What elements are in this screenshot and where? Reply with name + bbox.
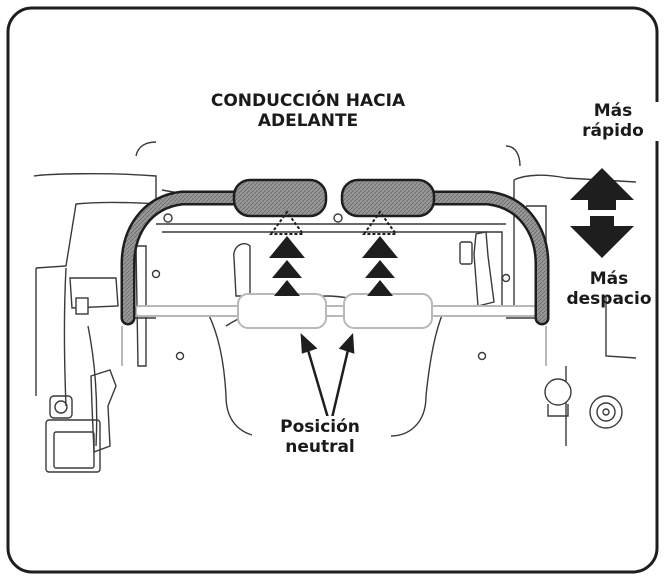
neutral-line-1: Posición bbox=[280, 417, 360, 437]
speed-arrows bbox=[570, 168, 634, 258]
neutral-pointer-arrows bbox=[300, 332, 355, 419]
diagram-frame bbox=[6, 6, 659, 574]
neutral-line-2: neutral bbox=[285, 436, 355, 457]
faster-arrow-up bbox=[570, 168, 634, 210]
slower-label: Más despacio bbox=[556, 269, 662, 309]
faster-line-2: rápido bbox=[582, 120, 644, 141]
outer-border bbox=[6, 6, 659, 574]
title-line-1: CONDUCCIÓN HACIA bbox=[210, 91, 406, 111]
faster-line-1: Más bbox=[593, 101, 633, 121]
title-line-2: ADELANTE bbox=[257, 110, 359, 131]
neutral-position-label: Posición neutral bbox=[252, 416, 388, 460]
forward-arrows bbox=[269, 210, 398, 296]
direction-title: CONDUCCIÓN HACIA ADELANTE bbox=[188, 91, 428, 131]
left-grip bbox=[232, 178, 328, 218]
slower-arrow-down bbox=[570, 216, 634, 258]
right-grip bbox=[340, 178, 436, 218]
faster-label: Más rápido bbox=[565, 101, 661, 142]
tractor-controls-drawing bbox=[6, 6, 659, 574]
steering-levers bbox=[120, 178, 550, 326]
slower-line-2: despacio bbox=[566, 288, 652, 309]
slower-line-1: Más bbox=[589, 269, 629, 289]
